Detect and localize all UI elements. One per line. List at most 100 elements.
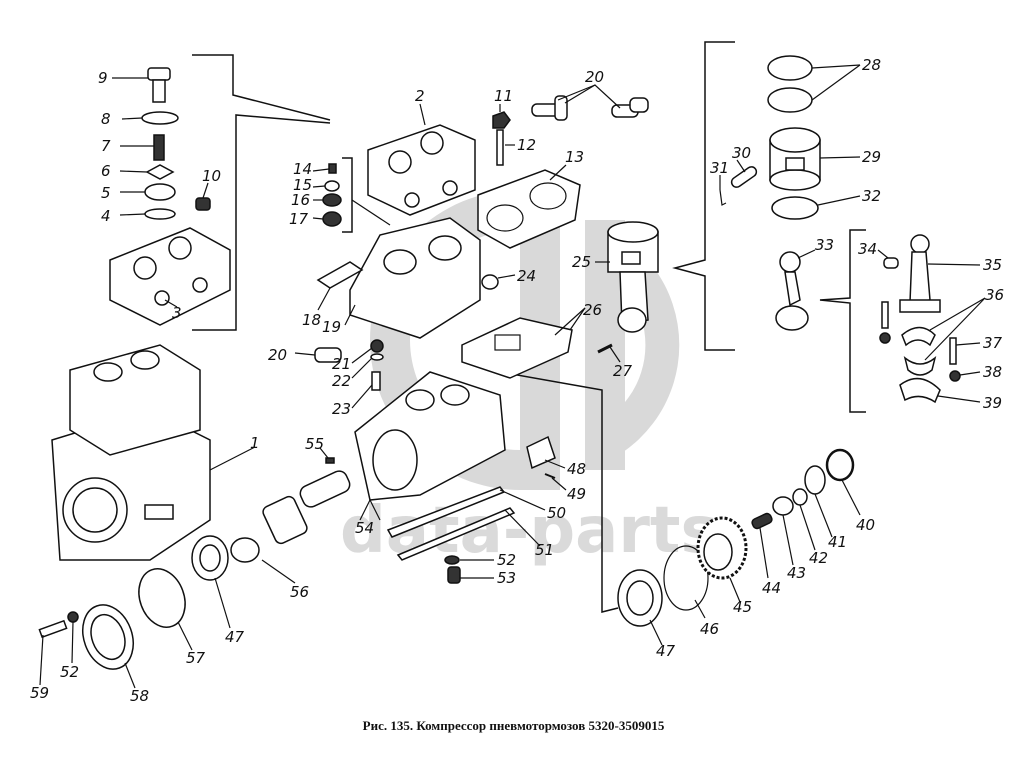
callout-8: 8 [101,110,111,128]
callout-14: 14 [293,160,312,178]
part-conrod-33 [775,251,809,331]
callout-35: 35 [983,256,1002,274]
part-gasket-57 [138,568,186,628]
callout-46: 46 [700,620,719,638]
callout-20-top: 20 [585,68,604,86]
callout-28: 28 [862,56,881,74]
part-plug-52-53 [444,555,461,584]
figure-caption: Рис. 135. Компрессор пневмотормозов 5320… [362,718,665,733]
callout-23: 23 [332,400,351,418]
callout-44: 44 [762,579,781,597]
callout-2: 2 [415,87,425,105]
callout-5: 5 [101,184,111,202]
callout-53: 53 [497,569,516,587]
callout-12: 12 [517,136,536,154]
callout-45: 45 [733,598,752,616]
bracket-conrod-group [819,229,866,413]
bracket-small-parts [342,157,391,233]
part-gaskets-26 [461,317,573,379]
callout-34: 34 [858,240,877,258]
callout-19: 19 [322,318,341,336]
callout-24: 24 [517,267,536,285]
callout-50: 50 [547,504,566,522]
callout-37: 37 [983,334,1003,352]
callout-58: 58 [130,687,149,705]
part-cap-39 [899,377,941,404]
part-snap-ring-46 [663,545,709,611]
part-nut-40 [825,448,855,482]
callout-55: 55 [305,435,324,453]
part-crankshaft-56 [230,457,351,563]
part-rings-28 [767,55,813,113]
part-sleeve-43 [772,496,794,516]
callout-30: 30 [732,144,751,162]
callout-7: 7 [101,137,111,155]
part-bearing-47-left [191,535,229,581]
callout-41: 41 [828,533,847,551]
callout-59: 59 [30,684,49,702]
callout-20-left: 20 [268,346,287,364]
part-cylinder-head-2 [367,124,476,216]
part-stud-nut-11-12 [492,111,511,166]
callout-25: 25 [572,253,591,271]
bracket-piston-group [672,41,735,351]
callout-38: 38 [983,363,1002,381]
callout-9: 9 [98,69,108,87]
callout-21: 21 [332,355,351,373]
part-conrod-35 [883,234,941,313]
callout-51: 51 [535,541,554,559]
part-cylinder-head-3 [109,227,231,326]
part-gasket-18 [316,261,364,289]
part-piston-29 [769,127,821,191]
part-spring-44 [751,512,773,530]
callout-13: 13 [565,148,584,166]
callout-6: 6 [101,162,111,180]
part-cover-58 [82,604,134,670]
callout-29: 29 [862,148,881,166]
callout-22: 22 [332,372,351,390]
callout-17: 17 [289,210,309,228]
callout-26: 26 [583,301,602,319]
callout-40: 40 [856,516,875,534]
callout-18: 18 [302,311,321,329]
part-pin-30-clip-31 [719,166,758,206]
part-gaskets-50-51 [386,486,516,561]
part-gear-45 [696,516,748,580]
part-washer-41 [804,465,826,495]
part-piston-25 [607,221,659,333]
part-cylinder-head-19 [349,217,481,339]
part-screw-27 [597,343,613,354]
part-small-seals-14-17 [322,163,342,227]
part-ring-42 [792,488,808,506]
callout-15: 15 [293,176,312,194]
callout-48: 48 [567,460,586,478]
callout-52-left: 52 [60,663,79,681]
part-bearing-47-right [617,569,663,627]
leader-lines [39,64,986,689]
callout-labels: 1 2 3 4 5 6 7 8 9 10 11 12 13 14 15 16 1… [30,56,1004,705]
callout-31: 31 [710,159,729,177]
callout-47-left: 47 [225,628,245,646]
bracket-valve-group [192,54,331,331]
callout-4: 4 [101,207,111,225]
callout-39: 39 [983,394,1002,412]
callout-49: 49 [567,485,586,503]
part-oring-24 [481,274,499,290]
part-bolts-37-38 [879,301,961,382]
callout-11: 11 [494,87,513,105]
callout-10: 10 [202,167,221,185]
part-bolt-59-washer-52 [38,611,79,639]
callout-1: 1 [250,434,260,452]
part-bearing-shells-36 [901,326,937,376]
part-valve-stack [141,67,211,220]
callout-16: 16 [291,191,310,209]
callout-33: 33 [815,236,834,254]
callout-57: 57 [186,649,206,667]
callout-47-right: 47 [656,642,676,660]
callout-52-center: 52 [497,551,516,569]
callout-56: 56 [290,583,309,601]
part-compressor-assembly [51,344,211,561]
callout-3: 3 [172,304,182,322]
part-plate-48-49 [526,435,556,479]
